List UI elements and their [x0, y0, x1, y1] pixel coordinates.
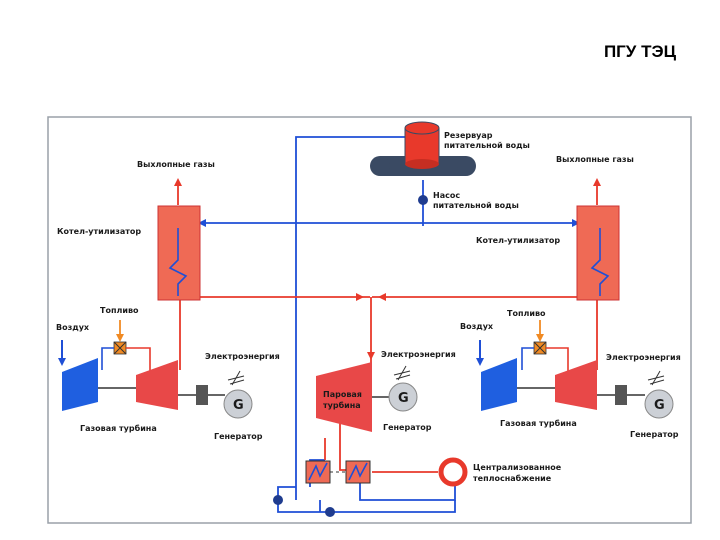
flow-arrow — [378, 293, 386, 301]
power-icon-left — [227, 370, 245, 386]
feedwater-reservoir — [370, 121, 476, 176]
boiler-left — [157, 205, 201, 301]
steam-turbine — [316, 362, 372, 432]
steam-turbine-label-1: Паровая — [323, 390, 362, 399]
gas-turbine-label-left: Газовая турбина — [80, 423, 157, 433]
heat-exchanger-1 — [305, 460, 331, 484]
pump-label-1: Насос — [433, 191, 460, 200]
generator-right — [644, 389, 674, 419]
heat-exchanger-2 — [345, 460, 371, 484]
pump-bottom-mid — [325, 507, 335, 517]
gas-turbine-right — [555, 360, 597, 410]
power-icon-right — [647, 370, 665, 386]
generator-mid — [388, 382, 418, 412]
air-label-right: Воздух — [460, 322, 494, 331]
generator-left — [223, 389, 253, 419]
district-heating-ring — [438, 457, 468, 487]
district-heating-label-2: теплоснабжение — [473, 473, 552, 483]
district-heating-label-1: Централизованное — [473, 463, 562, 472]
gas-turbine-left — [136, 360, 178, 410]
reservoir-label-1: Резервуар — [444, 131, 493, 140]
air-label-left: Воздух — [56, 323, 90, 332]
flow-arrow — [367, 352, 375, 360]
exhaust-label-left: Выхлопные газы — [137, 160, 215, 169]
boiler-label-right: Котел-утилизатор — [476, 236, 560, 245]
pump-label-2: питательной воды — [433, 201, 519, 210]
flow-arrow — [356, 293, 364, 301]
power-label-left: Электроэнергия — [205, 352, 280, 361]
generator-symbol-left: G — [233, 398, 244, 413]
gearbox-left — [196, 385, 208, 405]
diagram-frame — [47, 116, 692, 524]
compressor-right — [481, 358, 517, 411]
pump-bottom-left — [273, 495, 283, 505]
power-label-right: Электроэнергия — [606, 353, 681, 362]
slide-title: ПГУ ТЭЦ — [603, 42, 676, 61]
generator-label-left: Генератор — [214, 432, 263, 441]
fuel-label-right: Топливо — [507, 309, 546, 318]
flow-arrow — [198, 219, 206, 227]
boiler-right — [576, 205, 620, 301]
steam-turbine-label-2: турбина — [323, 400, 361, 410]
power-label-mid: Электроэнергия — [381, 350, 456, 359]
exhaust-label-right: Выхлопные газы — [556, 155, 634, 164]
boiler-label-left: Котел-утилизатор — [57, 227, 141, 236]
generator-label-right: Генератор — [630, 430, 679, 439]
reservoir-label-2: питательной воды — [444, 141, 530, 150]
gearbox-right — [615, 385, 627, 405]
generator-symbol-right: G — [654, 398, 665, 413]
flow-arrow — [572, 219, 580, 227]
compressor-left — [62, 358, 98, 411]
power-icon-mid — [393, 365, 411, 381]
generator-label-mid: Генератор — [383, 423, 432, 432]
feedwater-pump — [418, 195, 428, 205]
fuel-label-left: Топливо — [100, 306, 139, 315]
generator-symbol-mid: G — [398, 391, 409, 406]
gas-turbine-label-right: Газовая турбина — [500, 418, 577, 428]
